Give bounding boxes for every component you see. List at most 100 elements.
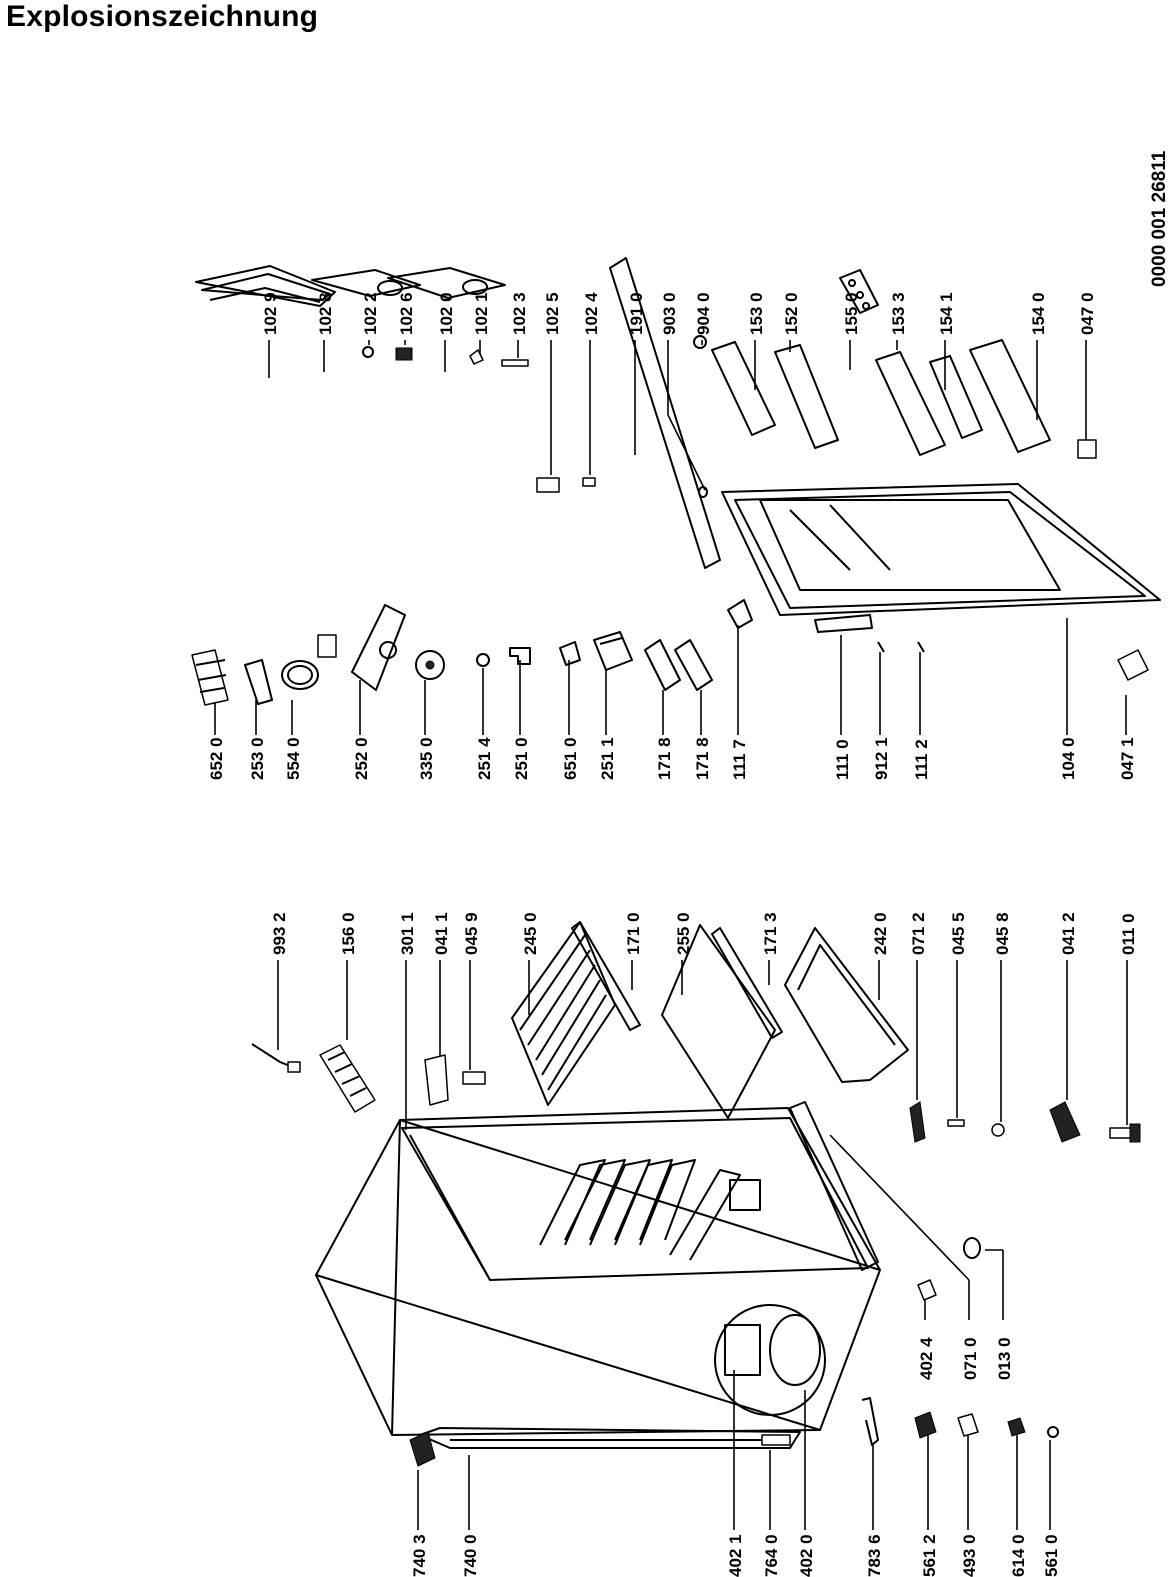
part-4930 xyxy=(957,1413,979,1437)
frame-1910 xyxy=(609,257,721,569)
label-2511: 251 1 xyxy=(598,737,617,780)
label-5610: 561 0 xyxy=(1042,1534,1061,1577)
label-0710: 071 0 xyxy=(961,1337,980,1380)
screw-9030 xyxy=(698,486,708,498)
label-2550: 255 0 xyxy=(674,912,693,955)
label-0712: 071 2 xyxy=(909,912,928,955)
part-1541 xyxy=(929,355,983,439)
part-7403 xyxy=(409,1431,436,1467)
lamp-holder-5540 xyxy=(281,634,337,690)
label-1020: 102 0 xyxy=(437,292,456,335)
ring-2514 xyxy=(476,653,490,667)
label-1023: 102 3 xyxy=(510,292,529,335)
part-0470 xyxy=(1077,439,1097,459)
label-6510: 651 0 xyxy=(561,737,580,780)
washer-9040 xyxy=(693,335,707,349)
label-4021: 402 1 xyxy=(726,1534,745,1577)
top-right-labels: 102 9 102 8 102 2 102 6 102 0 102 1 102 … xyxy=(261,292,1097,335)
label-9030: 903 0 xyxy=(660,292,679,335)
screw-0458 xyxy=(991,1123,1005,1137)
hinge-plate-1110 xyxy=(814,614,873,633)
label-1541: 154 1 xyxy=(937,292,956,335)
label-1028: 102 8 xyxy=(316,292,335,335)
label-6520: 652 0 xyxy=(207,737,226,780)
part-7640 xyxy=(761,1434,791,1446)
label-0110: 011 0 xyxy=(1119,913,1138,955)
label-2420: 242 0 xyxy=(871,912,890,955)
box-2511 xyxy=(593,631,633,671)
label-0471: 047 1 xyxy=(1118,737,1137,780)
label-1024: 102 4 xyxy=(582,292,601,335)
label-7836: 783 6 xyxy=(865,1534,884,1577)
bracket-2510 xyxy=(509,647,531,665)
label-4024: 402 4 xyxy=(917,1337,936,1380)
part-6140 xyxy=(1007,1417,1026,1437)
label-2510: 251 0 xyxy=(512,737,531,780)
label-9932: 993 2 xyxy=(270,912,289,955)
label-7400: 740 0 xyxy=(461,1534,480,1577)
door-shelf-1520 xyxy=(774,344,839,449)
label-7640: 764 0 xyxy=(762,1534,781,1577)
cable-9932 xyxy=(251,1043,301,1073)
door-shelf-1533 xyxy=(875,351,946,456)
part-1117 xyxy=(727,599,753,629)
strip-1713 xyxy=(711,927,783,1039)
label-1040: 104 0 xyxy=(1059,737,1078,780)
label-7403: 740 3 xyxy=(410,1534,429,1577)
freezer-flap-1020 xyxy=(387,267,506,299)
label-1110: 111 0 xyxy=(833,739,852,780)
label-0458: 045 8 xyxy=(993,912,1012,955)
part-5612 xyxy=(914,1411,937,1439)
strip-1710 xyxy=(571,921,641,1031)
middle-labels: 652 0 253 0 554 0 252 0 335 0 251 4 251 … xyxy=(207,737,1137,780)
part-6510 xyxy=(559,641,581,666)
label-1025: 102 5 xyxy=(543,292,562,335)
freezer-flap-1028 xyxy=(311,269,421,297)
small-ring-1022 xyxy=(362,346,374,358)
label-2530: 253 0 xyxy=(248,737,267,780)
label-1029: 102 9 xyxy=(261,292,280,335)
freezer-door-frame-1029 xyxy=(195,265,336,307)
bracket-0411 xyxy=(424,1054,449,1106)
knob-3350 xyxy=(415,650,445,680)
left-mid-labels: 402 4 071 0 013 0 xyxy=(917,1337,1014,1380)
label-9121: 912 1 xyxy=(872,737,891,780)
cabinet-3011 xyxy=(315,1101,881,1449)
screw-1112 xyxy=(917,641,925,653)
label-5540: 554 0 xyxy=(284,737,303,780)
label-1533: 153 3 xyxy=(889,292,908,335)
label-1022: 102 2 xyxy=(361,292,380,335)
label-1112: 111 2 xyxy=(912,739,931,780)
label-2514: 251 4 xyxy=(475,737,494,780)
part-1025 xyxy=(536,477,560,493)
part-0471 xyxy=(1117,649,1149,681)
label-6140: 614 0 xyxy=(1009,1534,1028,1577)
part-1718a xyxy=(644,639,681,691)
label-2450: 245 0 xyxy=(521,912,540,955)
page-title: Explosionszeichnung xyxy=(6,0,319,33)
label-0459: 045 9 xyxy=(462,912,481,955)
part-0459 xyxy=(462,1071,486,1085)
part-0712 xyxy=(909,1101,926,1143)
hinge-1026 xyxy=(395,347,413,361)
door-1040 xyxy=(721,483,1161,616)
label-1560: 156 0 xyxy=(339,912,358,955)
label-1530: 153 0 xyxy=(747,292,766,335)
label-1910: 191 0 xyxy=(627,292,646,335)
label-3350: 335 0 xyxy=(417,737,436,780)
label-1718a: 171 8 xyxy=(655,737,674,780)
label-3011: 301 1 xyxy=(398,912,417,955)
control-housing-2520 xyxy=(351,604,406,691)
part-0130 xyxy=(963,1237,981,1259)
label-1713: 171 3 xyxy=(761,912,780,955)
label-1520: 152 0 xyxy=(782,292,801,335)
glass-shelf-2550 xyxy=(661,924,776,1119)
label-0455: 045 5 xyxy=(949,912,968,955)
label-0470: 047 0 xyxy=(1078,292,1097,335)
foot-0110 xyxy=(1109,1123,1141,1143)
part-1024 xyxy=(582,477,596,487)
part-5610 xyxy=(1047,1426,1059,1438)
label-0412: 041 2 xyxy=(1059,912,1078,955)
hook-7836 xyxy=(861,1397,879,1446)
